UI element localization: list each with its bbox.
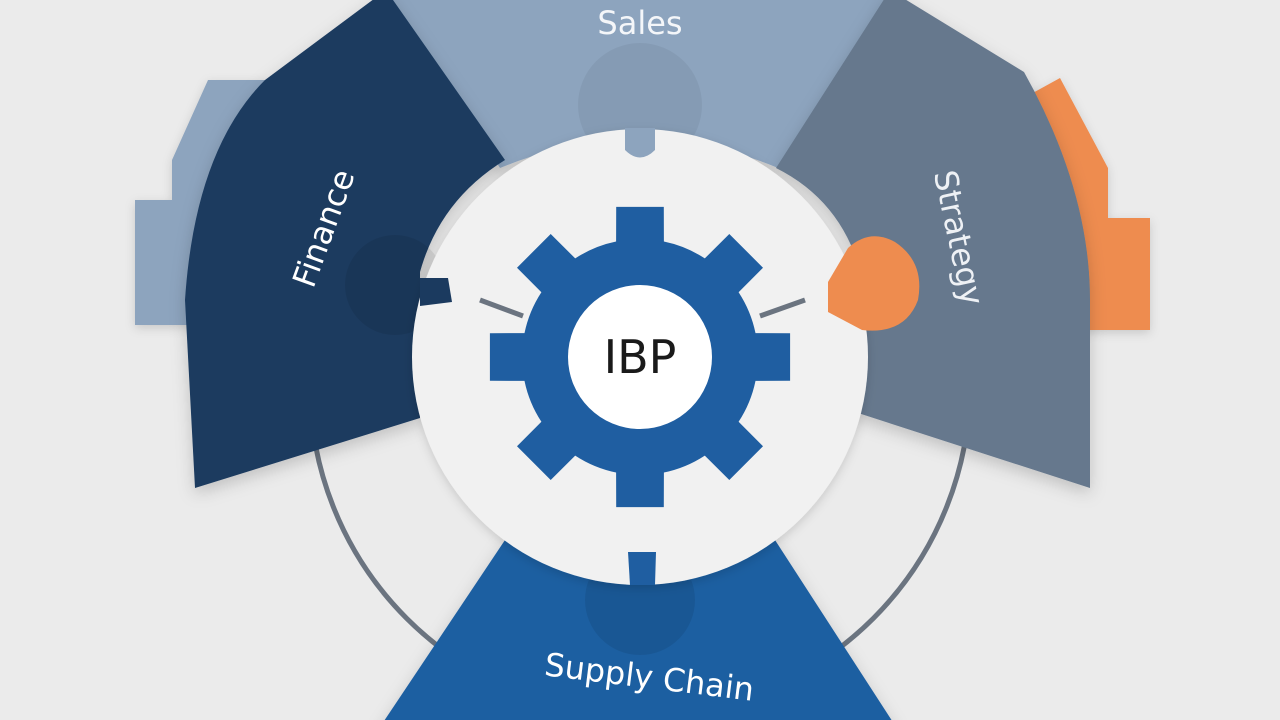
connector-left [479,297,524,319]
segment-supply-chain [384,540,892,720]
segment-finance [185,0,505,488]
connector-right [759,297,806,319]
segment-sales [390,0,892,168]
segment-strategy [776,0,1090,488]
strategy-knob [828,236,920,331]
finance-notch [420,278,452,306]
segment-label-sales: Sales [597,4,682,42]
bottom-notch [628,552,656,585]
top-notch [625,128,655,158]
hub-circle [568,285,712,429]
hub-label: IBP [604,330,677,384]
